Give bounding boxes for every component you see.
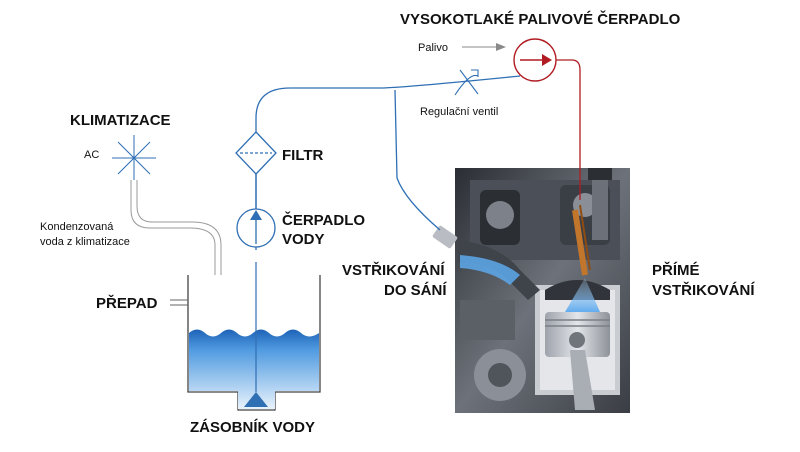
water-pump-label-line1: ČERPADLO xyxy=(282,211,365,229)
water-tank-label: ZÁSOBNÍK VODY xyxy=(190,419,315,436)
direct-injection-label-line1: PŘÍMÉ xyxy=(652,261,700,279)
regulating-valve-icon xyxy=(454,69,479,96)
fuel-label: Palivo xyxy=(418,42,448,54)
direct-injection-label-line2: VSTŘIKOVÁNÍ xyxy=(652,281,755,299)
ac-unit-icon xyxy=(112,135,156,180)
air-conditioning-label: KLIMATIZACE xyxy=(70,112,171,129)
high-pressure-pump-label: VYSOKOTLAKÉ PALIVOVÉ ČERPADLO xyxy=(400,10,681,28)
overflow-label: PŘEPAD xyxy=(96,294,158,312)
fuel-input-arrow-icon xyxy=(462,43,506,51)
port-injection-label-line1: VSTŘIKOVÁNÍ xyxy=(342,261,445,279)
filter-label: FILTR xyxy=(282,147,324,164)
ac-label: AC xyxy=(84,149,99,161)
fuel-line xyxy=(556,59,581,200)
water-pump-icon xyxy=(236,174,276,248)
engine-cutaway xyxy=(432,168,630,413)
water-pump-label-line2: VODY xyxy=(282,231,325,248)
condensate-label-line2: voda z klimatizace xyxy=(40,236,130,248)
condensate-label-line1: Kondenzovaná xyxy=(40,221,114,233)
water-tank xyxy=(170,262,321,411)
filter-icon xyxy=(235,131,277,175)
fuel-pump-icon xyxy=(513,38,557,82)
port-injection-label-line2: DO SÁNÍ xyxy=(384,282,447,299)
condensate-line xyxy=(130,180,222,275)
regulating-valve-label: Regulační ventil xyxy=(420,106,498,118)
